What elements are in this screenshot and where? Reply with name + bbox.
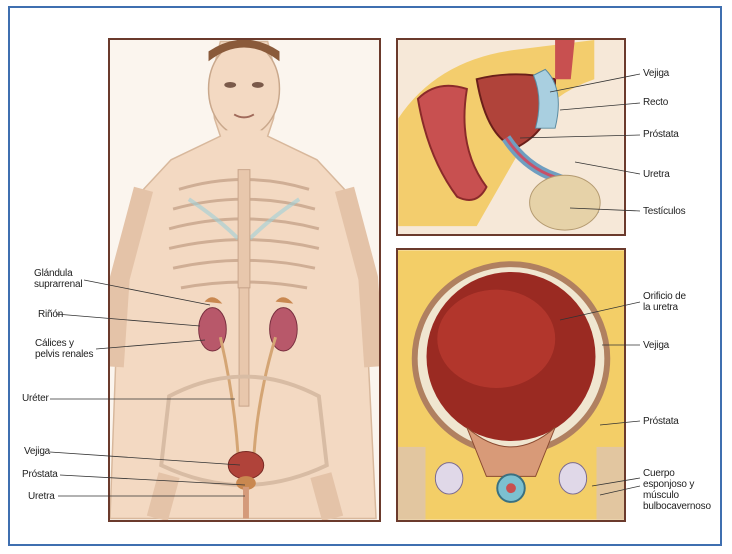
body-illustration-panel [108, 38, 381, 522]
bladder-section-panel [396, 248, 626, 522]
label-rectum: Recto [643, 97, 668, 108]
label-spongy-body-muscle: Cuerpo esponjoso y músculo bulbocavernos… [643, 468, 711, 512]
label-ureter: Uréter [22, 393, 49, 404]
label-testicles: Testículos [643, 206, 685, 217]
label-bladder-section: Vejiga [643, 340, 669, 351]
bladder-section-illustration [398, 250, 624, 520]
label-urethra-left: Uretra [28, 491, 55, 502]
body-illustration [110, 40, 379, 520]
label-bladder-left: Vejiga [24, 446, 50, 457]
label-prostate-section: Próstata [643, 416, 679, 427]
label-prostate-pelvis: Próstata [643, 129, 679, 140]
label-kidney: Riñón [38, 309, 63, 320]
label-urethral-orifice: Orificio de la uretra [643, 291, 686, 313]
label-bladder-pelvis: Vejiga [643, 68, 669, 79]
label-adrenal-gland: Glándula suprarrenal [34, 268, 82, 290]
pelvis-section-illustration [398, 40, 624, 234]
label-urethra-pelvis: Uretra [643, 169, 670, 180]
pelvis-section-panel [396, 38, 626, 236]
label-calyces-renal-pelvis: Cálices y pelvis renales [35, 338, 93, 360]
label-prostate-left: Próstata [22, 469, 58, 480]
